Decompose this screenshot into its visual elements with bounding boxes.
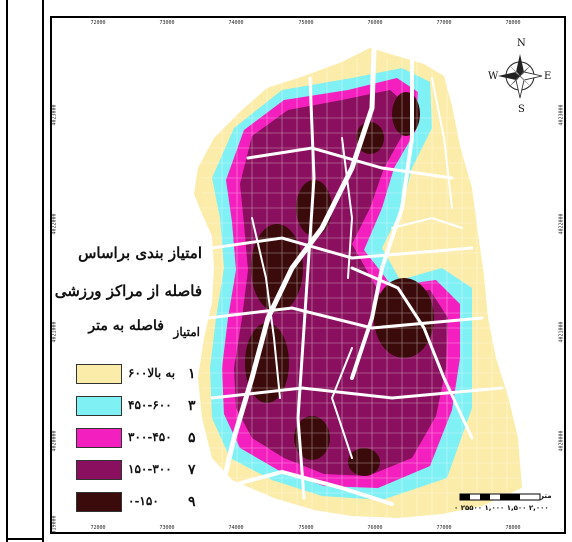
legend-score: ۳: [188, 398, 196, 414]
x-tick-label: 74000: [228, 20, 244, 26]
x-tick-label: 78000: [505, 20, 521, 26]
legend-range: ۱۵۰-۳۰۰: [128, 462, 172, 476]
scale-unit: متر: [540, 492, 552, 500]
x-tick-label: 72000: [90, 20, 106, 26]
x-tick-label: 76000: [367, 20, 383, 26]
legend-score: ۵: [188, 430, 196, 446]
x-tick-label: 72000: [90, 525, 106, 531]
x-tick-label: 78000: [505, 525, 521, 531]
legend-score: ۱: [188, 366, 196, 382]
street-grid: [202, 58, 522, 518]
legend-title-line-2: فاصله از مراکز ورزشی: [54, 282, 202, 300]
legend-swatch: [76, 364, 122, 384]
frame-bottom-border: [6, 538, 44, 540]
legend-range: به بالا۶۰۰: [128, 366, 176, 380]
legend-item: ۴۵۰-۶۰۰ ۳: [76, 396, 196, 418]
legend-item: به بالا۶۰۰ ۱: [76, 364, 196, 386]
legend-item: ۰-۱۵۰ ۹: [76, 492, 196, 514]
west-label: W: [488, 71, 499, 82]
x-tick-label: 75000: [298, 525, 314, 531]
x-tick-label: 73000: [159, 525, 175, 531]
legend-swatch: [76, 428, 122, 448]
legend-title-line-1: امتیاز بندی براساس: [78, 244, 202, 262]
legend-swatch: [76, 396, 122, 416]
legend-item: ۱۵۰-۳۰۰ ۷: [76, 460, 196, 482]
legend-item: ۳۰۰-۴۵۰ ۵: [76, 428, 196, 450]
legend-header-score: امتیاز: [173, 325, 200, 339]
legend-score: ۹: [188, 494, 196, 510]
city-map: [194, 47, 543, 518]
x-tick-label: 76000: [367, 525, 383, 531]
frame-right-border: [42, 0, 44, 542]
east-label: E: [544, 71, 552, 82]
x-tick-label: 77000: [436, 525, 452, 531]
scale-labels: ۰ ۲۵۵۰۰ ۱,۰۰۰ ۱,۵۰۰ ۲,۰۰۰: [454, 504, 549, 512]
north-arrow-icon: [498, 54, 543, 99]
legend-score: ۷: [188, 462, 196, 478]
legend-range: ۴۵۰-۶۰۰: [128, 398, 172, 412]
legend-header-distance: فاصله به متر: [88, 318, 164, 334]
x-tick-label: 74000: [228, 525, 244, 531]
x-tick-label: 77000: [436, 20, 452, 26]
north-label: N: [517, 38, 526, 49]
legend-range: ۳۰۰-۴۵۰: [128, 430, 172, 444]
x-tick-label: 75000: [298, 20, 314, 26]
scale-bar: [459, 493, 541, 501]
legend-swatch: [76, 492, 122, 512]
legend-range: ۰-۱۵۰: [128, 494, 159, 508]
south-label: S: [518, 104, 525, 115]
frame-left-border: [6, 0, 8, 542]
legend-swatch: [76, 460, 122, 480]
map-frame: 72000 73000 74000 75000 76000 77000 7800…: [50, 16, 566, 534]
x-tick-label: 73000: [159, 20, 175, 26]
